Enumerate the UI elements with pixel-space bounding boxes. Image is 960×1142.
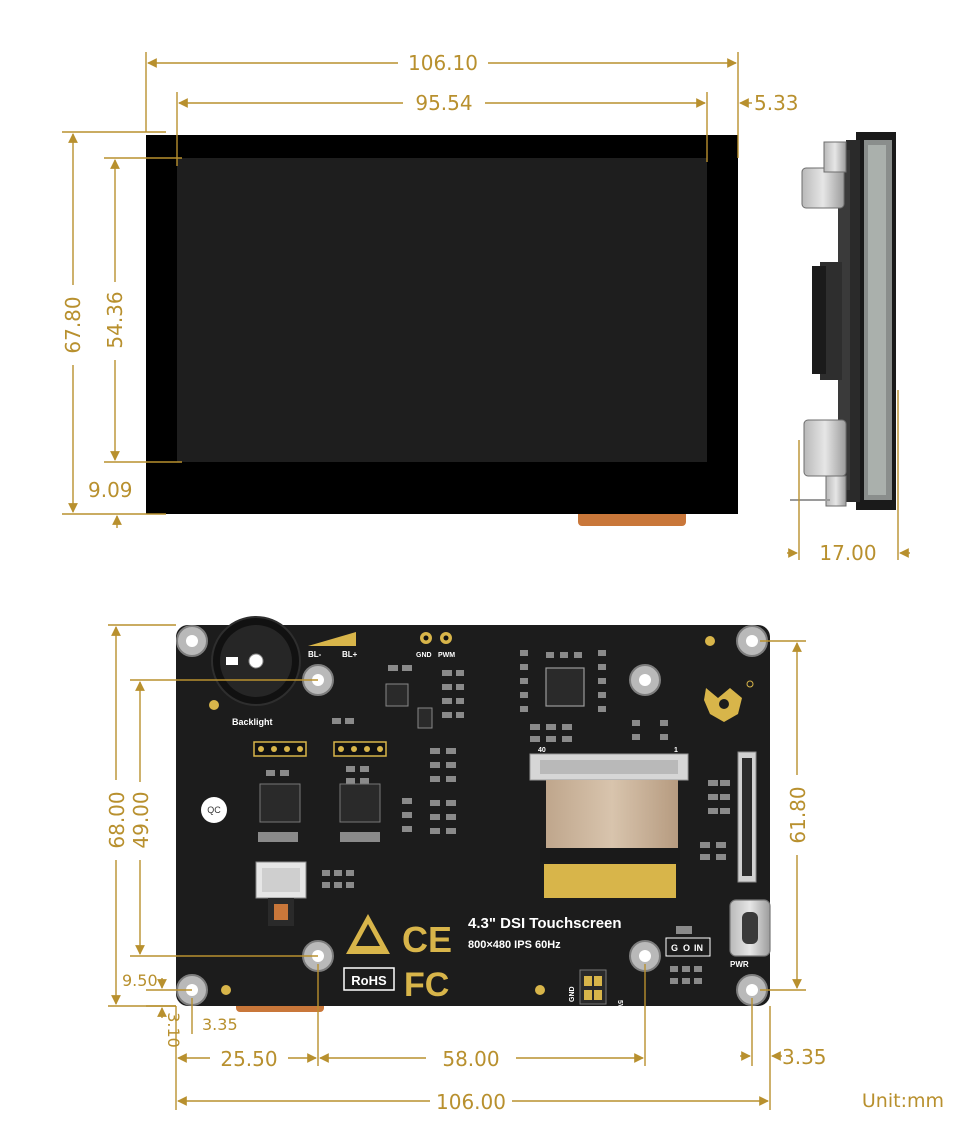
ic-bridge-chip (545, 667, 585, 707)
ribbon-gold-contacts (544, 864, 676, 898)
standoff-upper-right (629, 664, 661, 696)
back-width-label: 106.00 (436, 1090, 506, 1114)
power-gnd-label: GND (569, 986, 576, 1002)
unit-label: Unit:mm (862, 1090, 944, 1112)
switch-g-label: G (671, 943, 678, 953)
mounting-hole-top-right (736, 625, 768, 657)
gnd-pad-label: GND (416, 652, 432, 659)
front-view: 106.10 95.54 5.33 67.80 54.36 9.09 (61, 51, 799, 528)
pwm-pad-label: PWM (438, 652, 455, 659)
power-5v-label: 5V (616, 1000, 623, 1009)
front-height-label: 67.80 (61, 296, 85, 353)
front-width-label: 106.10 (408, 51, 478, 75)
back-left-offset-v-label: 3.10 (164, 1012, 183, 1048)
side-view: 17.00 (787, 132, 910, 565)
pwr-label: PWR (730, 960, 749, 969)
brightness-wedge-icon (308, 632, 356, 646)
front-active-width-label: 95.54 (415, 91, 472, 115)
back-right-spacing-label: 61.80 (786, 786, 810, 843)
ic-left (259, 783, 301, 823)
fcc-mark: FC (404, 966, 449, 1004)
qc-label: QC (207, 805, 221, 815)
back-middle-segment-label: 58.00 (442, 1047, 499, 1071)
display-active-area (177, 158, 707, 462)
connector-pin-40: 40 (538, 747, 546, 754)
back-hole-spacing-label: 49.00 (129, 791, 153, 848)
header-pins-middle (333, 741, 387, 757)
front-active-height-label: 54.36 (103, 291, 127, 348)
back-height-label: 68.00 (105, 791, 129, 848)
front-right-border-label: 5.33 (754, 91, 799, 115)
qc-sticker (201, 797, 227, 823)
product-spec: 800×480 IPS 60Hz (468, 939, 561, 951)
pcb-board (176, 625, 770, 1006)
switch-o-label: O (683, 943, 690, 953)
ic-small (385, 683, 409, 707)
hdmi-port-side (801, 167, 845, 209)
brand-logo-icon (704, 680, 754, 722)
bl-minus-label: BL- (308, 650, 322, 659)
back-view: Backlight BL- BL+ GND PWM (105, 616, 827, 1114)
bl-plus-label: BL+ (342, 650, 358, 659)
standoff-lower-right (629, 940, 661, 972)
mounting-hole-top-left (176, 625, 208, 657)
connector-pin-1: 1 (674, 747, 678, 754)
backlight-potentiometer (211, 616, 301, 706)
header-pins-left (253, 741, 307, 757)
ic-middle (339, 783, 381, 823)
rohs-mark: RoHS (351, 973, 387, 988)
back-bottom-offset-label: 9.50 (122, 971, 158, 990)
dsi-ribbon-cable (546, 780, 678, 848)
ce-mark: CE (402, 919, 452, 960)
back-left-segment-label: 25.50 (220, 1047, 277, 1071)
front-bottom-border-label: 9.09 (88, 478, 133, 502)
side-thickness-label: 17.00 (819, 541, 876, 565)
switch-in-label: IN (694, 943, 703, 953)
back-left-offset-h-label: 3.35 (202, 1015, 238, 1034)
backlight-label: Backlight (232, 717, 273, 727)
usb-c-port-side (803, 419, 847, 477)
product-title: 4.3" DSI Touchscreen (468, 915, 622, 932)
power-header (579, 969, 607, 1005)
back-right-offset-h-label: 3.35 (782, 1045, 827, 1069)
